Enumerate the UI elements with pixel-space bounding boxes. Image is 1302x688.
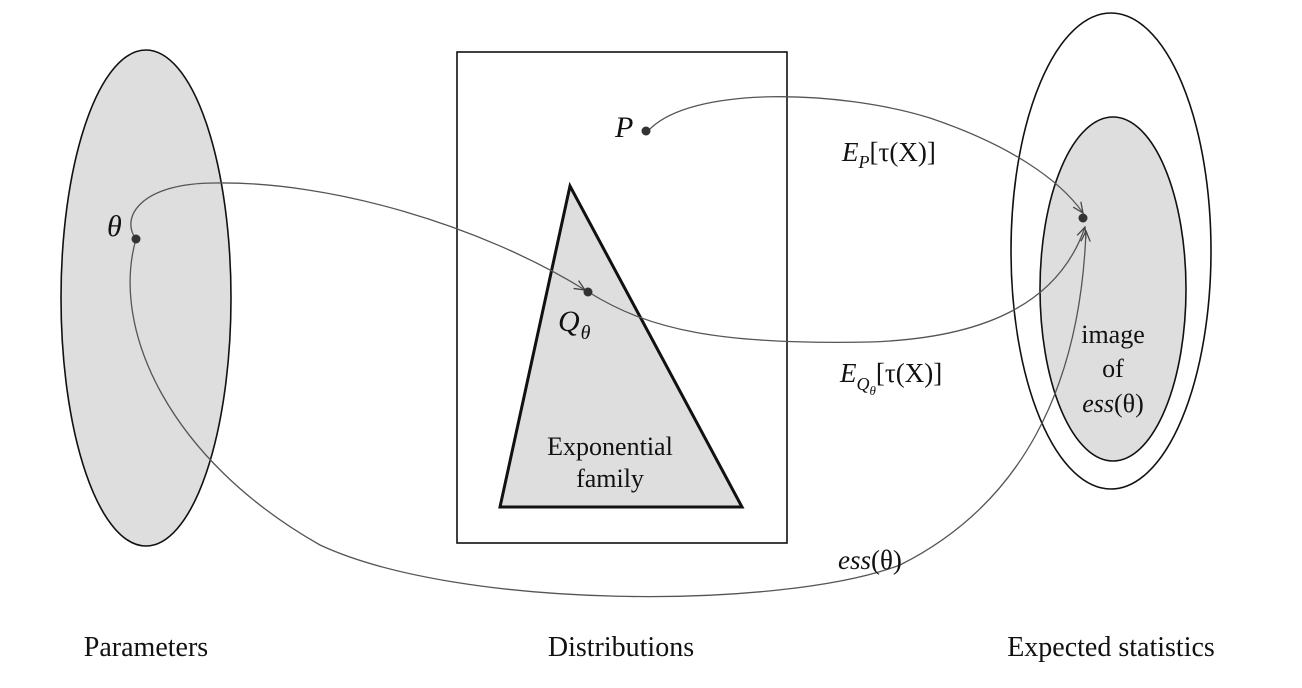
parameters-title: Parameters [84,632,208,663]
eq-sub: Q [857,374,870,394]
edge-theta-to-q [130,182,585,290]
q-point [583,287,593,297]
image-label-line2: of [1102,354,1124,383]
eq-subsub: θ [870,383,877,398]
exponential-family-region [498,181,745,509]
ess-label: ess(θ) [838,545,902,575]
ep-label: EP[τ(X)] [841,137,936,172]
ess-func: ess [838,545,871,575]
ep-e: E [841,137,859,167]
theta-label: θ [107,210,122,243]
p-point [641,126,651,136]
exponential-family-line1: Exponential [547,432,673,461]
q-subscript: θ [581,322,591,344]
edge-p-to-image [647,96,1083,213]
image-ess-func: ess [1082,389,1114,418]
image-point [1078,213,1088,223]
edge-q-to-image [589,227,1085,343]
exponential-family-line2: family [576,464,644,493]
ep-sub: P [858,152,870,172]
distributions-title: Distributions [548,632,694,663]
image-label-line1: image [1081,320,1145,349]
edge-ess [129,231,1086,598]
ess-arg: (θ) [871,545,902,575]
ep-rest: [τ(X)] [870,137,936,167]
q-label: Qθ [558,305,591,344]
q-main: Q [558,305,580,338]
theta-point [131,234,141,244]
image-label-line3: ess(θ) [1082,389,1144,418]
image-ess-arg: (θ) [1114,389,1144,418]
eq-label: EQθ[τ(X)] [839,358,942,398]
eq-rest: [τ(X)] [876,358,942,388]
eq-e: E [839,358,857,388]
p-label: P [614,111,633,144]
expected-statistics-title: Expected statistics [1007,632,1215,663]
parameters-region [60,49,232,547]
